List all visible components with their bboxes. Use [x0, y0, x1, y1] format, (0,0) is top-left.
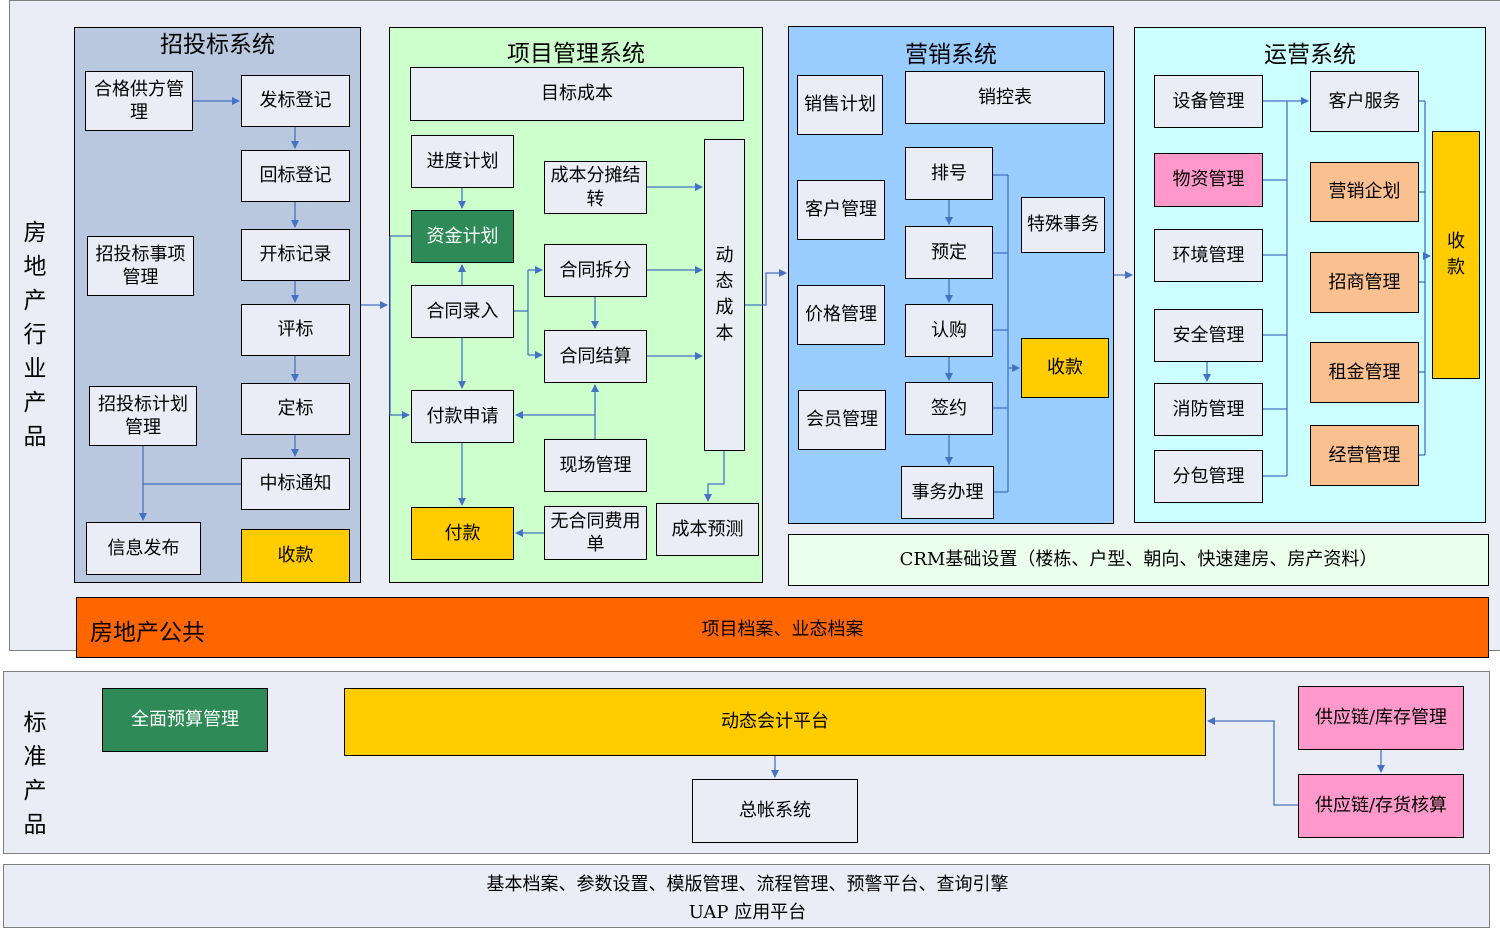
non-contract-fee-box[interactable]: 无合同费用单: [544, 506, 647, 560]
fire-box[interactable]: 消防管理: [1154, 383, 1263, 436]
payment-box[interactable]: 付款: [411, 507, 514, 560]
bid-win-box[interactable]: 中标通知: [241, 458, 350, 510]
operation-collection-box[interactable]: 收款: [1432, 131, 1480, 379]
site-mgmt-box[interactable]: 现场管理: [544, 439, 647, 492]
member-mgmt-box[interactable]: 会员管理: [798, 390, 886, 450]
queue-box[interactable]: 排号: [905, 147, 993, 200]
affairs-box[interactable]: 事务办理: [901, 466, 994, 519]
special-affairs-box[interactable]: 特殊事务: [1021, 197, 1105, 253]
budget-box[interactable]: 全面预算管理: [102, 688, 268, 752]
marketing-plan-box[interactable]: 营销企划: [1310, 162, 1419, 222]
bid-return-box[interactable]: 回标登记: [241, 150, 350, 202]
customer-service-box[interactable]: 客户服务: [1310, 71, 1419, 132]
fund-plan-box[interactable]: 资金计划: [411, 210, 514, 263]
bid-open-box[interactable]: 开标记录: [241, 229, 350, 281]
materials-box[interactable]: 物资管理: [1154, 153, 1263, 207]
general-ledger-box[interactable]: 总帐系统: [692, 779, 858, 843]
contract-settle-box[interactable]: 合同结算: [544, 330, 647, 383]
marketing-title: 营销系统: [905, 42, 997, 68]
customer-mgmt-box[interactable]: 客户管理: [797, 180, 885, 240]
cost-allocation-box[interactable]: 成本分摊结转: [544, 161, 647, 214]
reserve-box[interactable]: 预定: [905, 226, 993, 279]
industry-label: 房地产行业产品: [23, 220, 47, 450]
subcontract-box[interactable]: 分包管理: [1154, 450, 1263, 503]
bid-decide-box[interactable]: 定标: [241, 383, 350, 435]
operation-mgmt-box[interactable]: 经营管理: [1310, 425, 1419, 486]
public-label: 房地产公共: [90, 620, 205, 646]
supply-inventory-box[interactable]: 供应链/库存管理: [1298, 686, 1464, 750]
standard-label: 标准产品: [23, 710, 47, 838]
safety-box[interactable]: 安全管理: [1154, 309, 1263, 362]
accounting-platform-box[interactable]: 动态会计平台: [344, 688, 1206, 756]
public-content: 项目档案、业态档案: [701, 619, 864, 640]
bidding-collection-box[interactable]: 收款: [241, 529, 350, 583]
supplier-mgmt-box[interactable]: 合格供方管理: [85, 71, 193, 131]
info-publish-box[interactable]: 信息发布: [86, 522, 201, 575]
dynamic-cost-label: 动态成本: [715, 245, 734, 344]
sales-plan-box[interactable]: 销售计划: [797, 75, 883, 135]
operation-title: 运营系统: [1264, 42, 1356, 68]
supply-costing-box[interactable]: 供应链/存货核算: [1298, 774, 1464, 838]
bid-plan-box[interactable]: 招投标计划管理: [89, 386, 197, 446]
contract-split-box[interactable]: 合同拆分: [544, 244, 647, 297]
merchants-box[interactable]: 招商管理: [1310, 252, 1419, 313]
target-cost-box[interactable]: 目标成本: [410, 67, 744, 121]
operation-collection-label: 收款: [1447, 231, 1465, 278]
bidding-title: 招投标系统: [160, 32, 275, 58]
dynamic-cost-box[interactable]: 动态成本: [704, 139, 745, 451]
schedule-plan-box[interactable]: 进度计划: [411, 135, 514, 188]
sign-box[interactable]: 签约: [905, 382, 993, 435]
bid-issue-box[interactable]: 发标登记: [241, 75, 350, 127]
rent-box[interactable]: 租金管理: [1310, 342, 1419, 403]
contract-entry-box[interactable]: 合同录入: [411, 285, 514, 338]
platform-line2: UAP 应用平台: [688, 902, 807, 923]
marketing-collection-box[interactable]: 收款: [1021, 338, 1109, 398]
bid-items-box[interactable]: 招投标事项管理: [87, 236, 194, 296]
platform-frame: [3, 864, 1490, 928]
project-title: 项目管理系统: [507, 41, 645, 67]
price-mgmt-box[interactable]: 价格管理: [797, 285, 885, 345]
bid-eval-box[interactable]: 评标: [241, 304, 350, 356]
crm-base-box[interactable]: CRM基础设置（楼栋、户型、朝向、快速建房、房产资料）: [788, 534, 1489, 586]
equipment-box[interactable]: 设备管理: [1154, 75, 1263, 128]
platform-line1: 基本档案、参数设置、模版管理、流程管理、预警平台、查询引擎: [486, 874, 1009, 895]
cost-forecast-box[interactable]: 成本预测: [656, 503, 759, 556]
public-bar: 房地产公共 项目档案、业态档案: [76, 597, 1489, 658]
sales-control-box[interactable]: 销控表: [905, 71, 1105, 124]
payment-request-box[interactable]: 付款申请: [411, 390, 514, 443]
subscribe-box[interactable]: 认购: [905, 304, 993, 357]
environment-box[interactable]: 环境管理: [1154, 229, 1263, 282]
